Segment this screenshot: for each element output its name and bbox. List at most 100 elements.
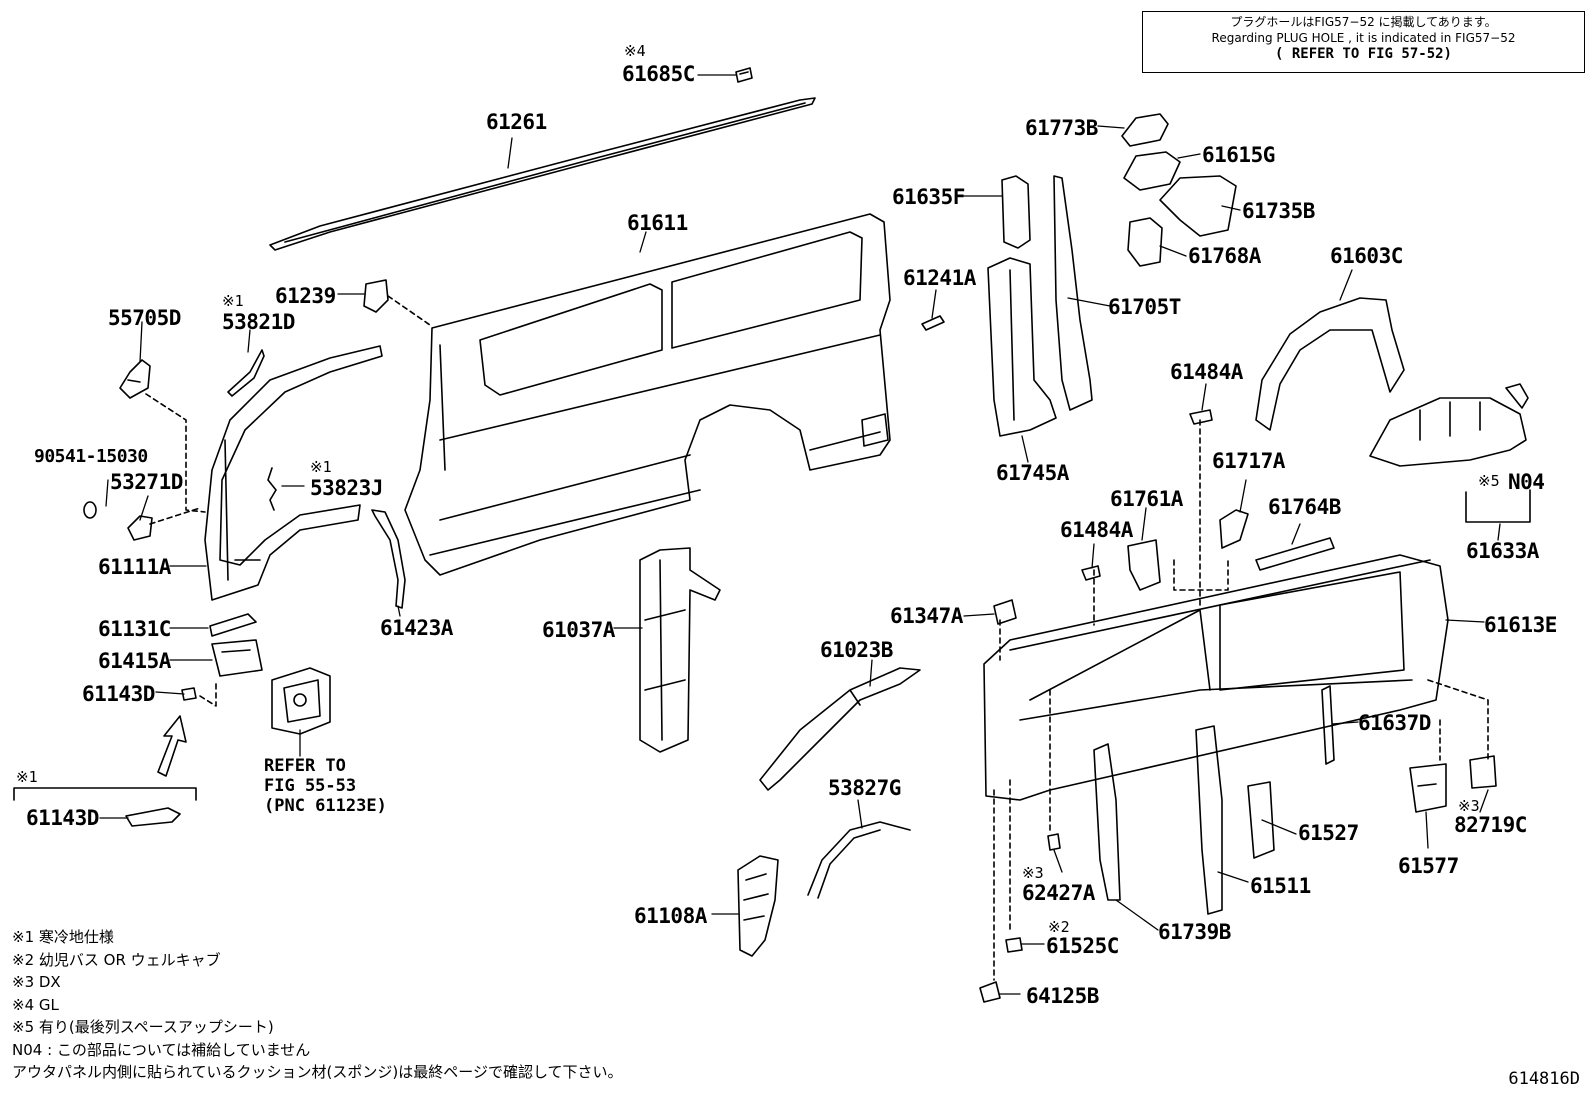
center-pillar-part xyxy=(639,547,721,753)
wheel-house-cover-part xyxy=(1369,397,1527,467)
upper-bracket-part xyxy=(1121,113,1169,147)
marker: ※3 xyxy=(1458,797,1480,815)
leader-line xyxy=(199,679,217,707)
bracket-part xyxy=(1127,539,1161,591)
part-label[interactable]: 61241A xyxy=(903,266,976,290)
part-label[interactable]: 61633A xyxy=(1466,539,1539,563)
pillar-part xyxy=(1001,175,1031,249)
bracket-part xyxy=(993,599,1017,625)
lock-part xyxy=(127,515,153,541)
part-label[interactable]: 53821D xyxy=(222,310,295,334)
part-label[interactable]: 53271D xyxy=(110,470,183,494)
part-label[interactable]: 61577 xyxy=(1398,854,1459,878)
lower-pillar-part xyxy=(737,855,779,957)
bracket-part xyxy=(1247,781,1275,859)
marker: ※4 xyxy=(624,42,646,60)
part-label[interactable]: 61615G xyxy=(1202,143,1275,167)
small-clip-part xyxy=(181,687,197,701)
part-label[interactable]: 53827G xyxy=(828,776,901,800)
part-label[interactable]: 61484A xyxy=(1060,518,1133,542)
small-bracket-part xyxy=(1505,383,1529,409)
part-label[interactable]: 61735B xyxy=(1242,199,1315,223)
reinforcement-part xyxy=(1093,743,1121,901)
marker: ※1 xyxy=(310,458,332,476)
refer-line-1: REFER TO xyxy=(264,756,346,776)
part-label[interactable]: 61705T xyxy=(1108,295,1181,319)
note-line-1: プラグホールはFIG57−52 に掲載してあります。 xyxy=(1230,15,1497,29)
box-part xyxy=(1409,763,1447,813)
part-label[interactable]: 61768A xyxy=(1188,244,1261,268)
part-label[interactable]: 62427A xyxy=(1022,881,1095,905)
part-label[interactable]: 61717A xyxy=(1212,449,1285,473)
part-label[interactable]: 61745A xyxy=(996,461,1069,485)
part-label[interactable]: 61635F xyxy=(892,185,965,209)
leader-line xyxy=(149,507,201,525)
part-label[interactable]: 61527 xyxy=(1298,821,1359,845)
pillar-part xyxy=(1053,175,1093,411)
part-label[interactable]: 61261 xyxy=(486,110,547,134)
refer-to-note[interactable]: REFER TO FIG 55-53 (PNC 61123E) xyxy=(264,756,387,816)
part-label[interactable]: 61761A xyxy=(1110,487,1183,511)
part-label[interactable]: 61143D xyxy=(26,806,99,830)
clip-part xyxy=(125,807,181,827)
part-label[interactable]: 61613E xyxy=(1484,613,1557,637)
strip-part xyxy=(1255,537,1335,571)
roof-molding-part xyxy=(269,97,816,251)
part-label[interactable]: 61739B xyxy=(1158,920,1231,944)
part-label[interactable]: 61239 xyxy=(275,284,336,308)
part-label[interactable]: 61611 xyxy=(627,211,688,235)
footnote-4: ※4 GL xyxy=(12,995,59,1014)
part-label[interactable]: 61111A xyxy=(98,555,171,579)
part-label[interactable]: 61484A xyxy=(1170,360,1243,384)
hinge-part xyxy=(119,359,151,399)
roof-rail-part xyxy=(759,667,921,791)
bracket-part xyxy=(1127,217,1163,267)
marker: ※2 xyxy=(1048,918,1070,936)
part-label[interactable]: 64125B xyxy=(1026,984,1099,1008)
part-label[interactable]: 90541-15030 xyxy=(34,446,148,467)
footnotes: ※1 寒冷地仕様 ※2 幼児バス OR ウェルキャブ ※3 DX ※4 GL ※… xyxy=(12,926,623,1084)
clip-part xyxy=(979,981,1001,1003)
part-label[interactable]: 61143D xyxy=(82,682,155,706)
footnote-5: ※5 有り(最後列スペースアップシート) xyxy=(12,1018,274,1036)
leader-lines xyxy=(993,419,1489,981)
footnote-6: N04 : この部品については補給していません xyxy=(12,1040,311,1059)
part-label[interactable]: 61423A xyxy=(380,616,453,640)
leader-line xyxy=(145,393,206,513)
part-label[interactable]: 61108A xyxy=(634,904,707,928)
part-label[interactable]: 61347A xyxy=(890,604,963,628)
part-label[interactable]: 53823J xyxy=(310,476,383,500)
bracket-part xyxy=(1219,509,1249,549)
leader-line xyxy=(387,295,431,326)
bracket-box-part xyxy=(211,639,263,677)
part-label[interactable]: 61415A xyxy=(98,649,171,673)
part-label[interactable]: 61603C xyxy=(1330,244,1403,268)
pillar-part xyxy=(987,257,1057,437)
clip-part xyxy=(1189,409,1213,425)
part-label[interactable]: 55705D xyxy=(108,306,181,330)
part-label[interactable]: 61511 xyxy=(1250,874,1311,898)
part-label[interactable]: 82719C xyxy=(1454,813,1527,837)
part-label[interactable]: 61131C xyxy=(98,617,171,641)
grommet-part xyxy=(227,349,265,397)
part-label[interactable]: 61023B xyxy=(820,638,893,662)
part-label[interactable]: 61773B xyxy=(1025,116,1098,140)
marker: ※3 xyxy=(1022,864,1044,882)
footnote-7: アウタパネル内側に貼られているクッション材(スポンジ)は最終ページで確認して下さ… xyxy=(12,1063,623,1081)
direction-arrow xyxy=(157,715,187,777)
pillar-part xyxy=(1195,725,1223,915)
footnote-1: ※1 寒冷地仕様 xyxy=(12,928,114,946)
marker: ※5 xyxy=(1478,472,1500,490)
front-pillar-panel-part xyxy=(204,345,383,601)
part-label[interactable]: 61764B xyxy=(1268,495,1341,519)
part-label[interactable]: 61685C xyxy=(622,62,695,86)
part-label[interactable]: N04 xyxy=(1508,470,1545,494)
part-label[interactable]: 61525C xyxy=(1046,934,1119,958)
clip-part xyxy=(1081,565,1101,581)
part-label[interactable]: 61037A xyxy=(542,618,615,642)
wheel-house-part xyxy=(1255,297,1405,431)
bracket-part xyxy=(1321,685,1335,765)
footnote-3: ※3 DX xyxy=(12,973,61,991)
clip-part xyxy=(1005,937,1023,953)
part-label[interactable]: 61637D xyxy=(1358,711,1431,735)
